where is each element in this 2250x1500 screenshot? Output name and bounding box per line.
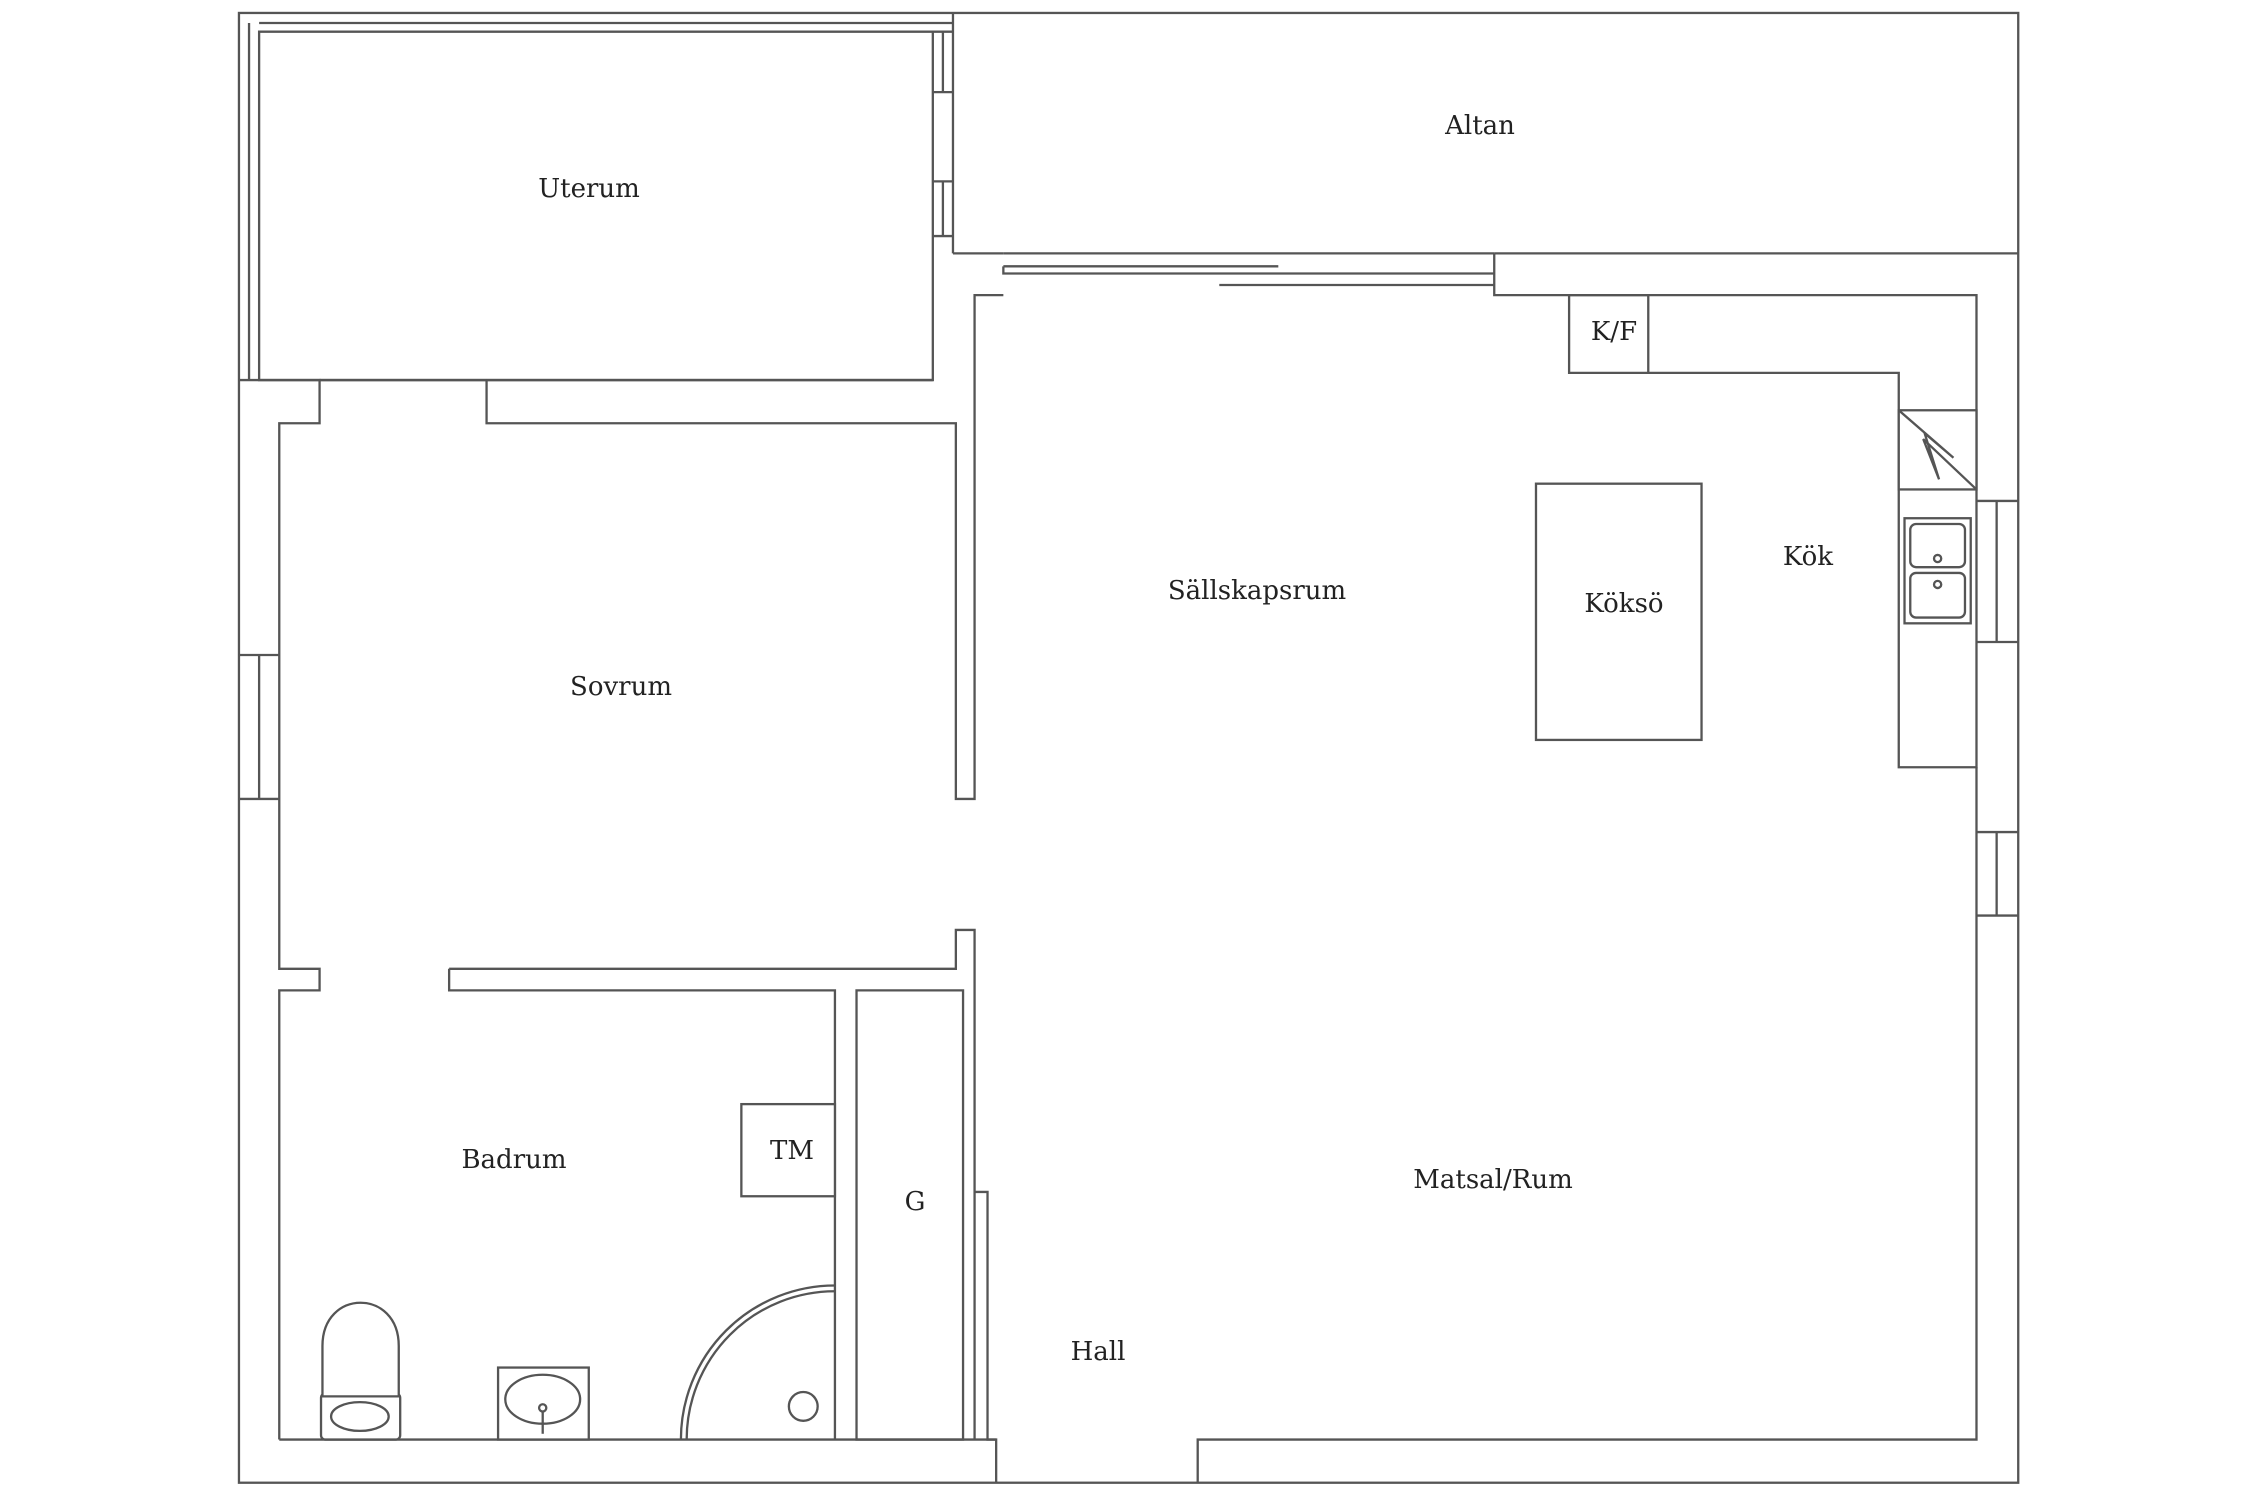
west-inner-wall bbox=[238, 378, 321, 1440]
room-label-tm: TM bbox=[770, 1136, 814, 1166]
uterum-window-east bbox=[932, 30, 953, 238]
kitchen-sink-bowl-2 bbox=[1909, 571, 1967, 619]
kitchen-sink-drain-2 bbox=[1932, 579, 1943, 590]
room-label-kf: K/F bbox=[1590, 317, 1638, 347]
kf-box bbox=[1569, 293, 1650, 373]
room-label-koks: Köksö bbox=[1584, 589, 1664, 619]
shower bbox=[679, 1284, 835, 1440]
uterum-inner-wall bbox=[257, 30, 934, 382]
room-label-badrum: Badrum bbox=[461, 1145, 567, 1175]
kitchen-island bbox=[1534, 482, 1703, 742]
room-label-g: G bbox=[904, 1187, 926, 1217]
east-wall-inner bbox=[1196, 767, 1978, 1483]
sovrum-north-wall bbox=[485, 293, 1004, 801]
room-label-altan: Altan bbox=[1445, 111, 1515, 141]
room-label-uterum: Uterum bbox=[538, 174, 640, 204]
toilet-seat bbox=[321, 1301, 400, 1398]
stove-symbol bbox=[1897, 409, 1978, 491]
bath-north-inner bbox=[447, 968, 837, 1440]
washing-machine bbox=[740, 1102, 837, 1198]
sliding-door bbox=[1002, 252, 1495, 287]
room-label-hall: Hall bbox=[1070, 1337, 1126, 1367]
room-label-sallskapsrum: Sällskapsrum bbox=[1167, 576, 1347, 606]
room-label-sovrum: Sovrum bbox=[570, 672, 672, 702]
room-label-kok: Kök bbox=[1782, 542, 1834, 572]
kitchen-sink-bowl-1 bbox=[1909, 522, 1967, 569]
washbasin-drain bbox=[537, 1403, 548, 1413]
toilet-bowl bbox=[329, 1400, 390, 1433]
east-window-1 bbox=[1976, 499, 2019, 644]
outer-boundary bbox=[237, 11, 2020, 1484]
kitchen-sink-drain-1 bbox=[1932, 553, 1943, 564]
east-window-2 bbox=[1976, 830, 2019, 917]
bath-north-wall bbox=[449, 928, 976, 1440]
room-label-matsal: Matsal/Rum bbox=[1413, 1165, 1573, 1195]
shower-drain bbox=[787, 1390, 819, 1422]
west-window bbox=[238, 653, 280, 801]
